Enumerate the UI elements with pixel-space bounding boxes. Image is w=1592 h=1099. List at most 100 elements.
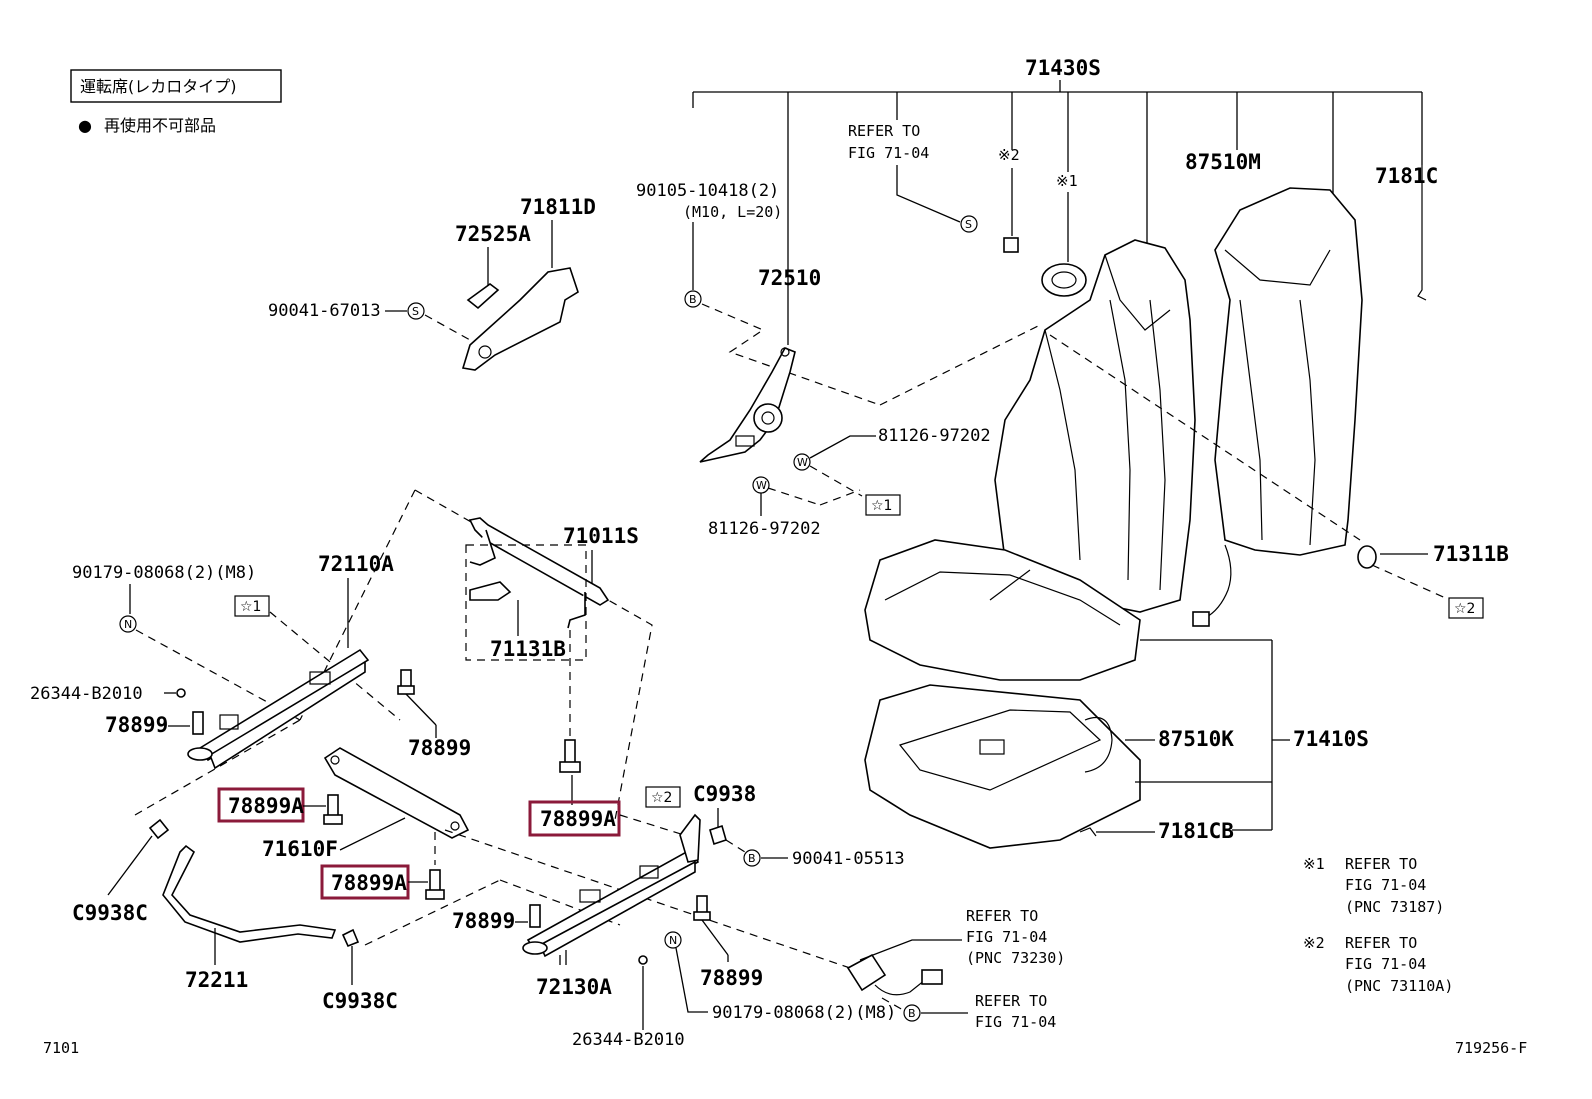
star2-box-right	[1448, 597, 1484, 619]
star1-box-right	[865, 494, 901, 516]
part-72130A[interactable]: 72130A	[536, 975, 612, 999]
fig-ref-top[interactable]: FIG 71-04	[848, 144, 929, 162]
part-90179-08068-a[interactable]: 90179-08068(2)(M8)	[72, 563, 256, 583]
star1-box-left	[234, 595, 270, 617]
bolt-78899A-bottom-icon	[425, 869, 445, 900]
footer-left-code: 7101	[43, 1039, 79, 1057]
svg-text:W: W	[756, 479, 767, 492]
part-71011S[interactable]: 71011S	[563, 524, 639, 548]
marker-b-icon	[743, 849, 761, 867]
marker-n-icon	[664, 931, 682, 949]
pnc-73230: (PNC 73230)	[966, 949, 1065, 967]
screw-icon	[176, 688, 186, 698]
svg-text:☆2: ☆2	[1454, 601, 1475, 617]
part-7181CB[interactable]: 7181CB	[1158, 819, 1234, 843]
part-71610F[interactable]: 71610F	[262, 837, 338, 861]
note2-fig[interactable]: FIG 71-04	[1345, 955, 1426, 973]
part-71430S[interactable]: 71430S	[1025, 56, 1101, 80]
part-71811D[interactable]: 71811D	[520, 195, 596, 219]
refer-to-mid: REFER TO	[966, 907, 1038, 925]
part-7181C[interactable]: 7181C	[1375, 164, 1438, 188]
note1-fig[interactable]: FIG 71-04	[1345, 876, 1426, 894]
part-C9938C-left[interactable]: C9938C	[72, 901, 148, 925]
note1-mark: ※1	[1303, 855, 1325, 873]
part-78899-right[interactable]: 78899	[700, 966, 763, 990]
part-78899-left[interactable]: 78899	[105, 713, 168, 737]
part-71311B[interactable]: 71311B	[1433, 542, 1509, 566]
clip-icon	[1003, 237, 1019, 253]
part-71410S[interactable]: 71410S	[1293, 727, 1369, 751]
note2-pnc: (PNC 73110A)	[1345, 977, 1453, 995]
fig-ref-bottom[interactable]: FIG 71-04	[975, 1013, 1056, 1031]
marker-b-icon	[684, 290, 702, 308]
svg-text:☆1: ☆1	[871, 498, 892, 514]
svg-text:N: N	[669, 934, 677, 947]
star2-box-left	[645, 786, 681, 808]
part-78899-right-left[interactable]: 78899	[452, 909, 515, 933]
seat-type-box: 運転席(レカロタイプ)	[70, 69, 282, 103]
marker-s-icon	[407, 302, 425, 320]
part-72211[interactable]: 72211	[185, 968, 248, 992]
part-71131B[interactable]: 71131B	[490, 637, 566, 661]
marker-s-icon	[960, 215, 978, 233]
part-26344-B2010-a[interactable]: 26344-B2010	[30, 684, 143, 704]
part-90179-08068-b[interactable]: 90179-08068(2)(M8)	[712, 1003, 896, 1023]
part-78899A-center[interactable]: 78899A	[540, 807, 616, 831]
seat-type-label: 運転席(レカロタイプ)	[80, 77, 237, 96]
part-72510[interactable]: 72510	[758, 266, 821, 290]
part-81126-97202-a[interactable]: 81126-97202	[878, 426, 991, 446]
bolt-78899-right-left-icon	[522, 904, 548, 955]
grommet-icon	[1357, 545, 1377, 569]
seat-belt-buckle-icon	[846, 953, 943, 996]
svg-text:☆2: ☆2	[651, 790, 672, 806]
note2-mark-top: ※2	[998, 146, 1020, 164]
part-78899-mid[interactable]: 78899	[408, 736, 471, 760]
clip-C9938C-bottom-icon	[341, 928, 360, 948]
fig-ref-mid[interactable]: FIG 71-04	[966, 928, 1047, 946]
recliner-cover-icon	[461, 267, 579, 371]
part-C9938C-bottom[interactable]: C9938C	[322, 989, 398, 1013]
marker-w-icon	[793, 453, 811, 471]
highlight-78899A-left	[217, 787, 305, 823]
svg-text:N: N	[124, 618, 132, 631]
anchor-bar-icon	[162, 844, 337, 943]
note2-mark: ※2	[1303, 934, 1325, 952]
seat-cushion-cover-icon	[864, 539, 1141, 681]
part-72110A[interactable]: 72110A	[318, 552, 394, 576]
marker-n-icon	[119, 615, 137, 633]
seat-back-icon	[994, 239, 1196, 613]
right-seat-rail-icon	[526, 813, 701, 958]
part-C9938[interactable]: C9938	[693, 782, 756, 806]
connector-icon	[1192, 611, 1210, 627]
part-90105-10418[interactable]: 90105-10418(2)	[636, 181, 779, 201]
bolt-78899-left-icon	[187, 711, 213, 761]
part-26344-B2010-b[interactable]: 26344-B2010	[572, 1030, 685, 1050]
part-78899A-bottom[interactable]: 78899A	[331, 871, 407, 895]
seat-back-cover-icon	[1214, 187, 1363, 556]
screw-icon-right	[638, 955, 648, 965]
highlight-78899A-center	[528, 800, 621, 837]
note1-mark-top: ※1	[1056, 172, 1078, 190]
svg-text:W: W	[797, 456, 808, 469]
part-90041-67013[interactable]: 90041-67013	[268, 301, 381, 321]
recliner-mechanism-icon	[699, 346, 796, 463]
svg-text:B: B	[908, 1007, 916, 1020]
cross-member-icon	[323, 747, 470, 839]
footer-right-code: 719256-F	[1455, 1039, 1527, 1057]
part-72525A[interactable]: 72525A	[455, 222, 531, 246]
refer-to-bottom: REFER TO	[975, 992, 1047, 1010]
svg-text:S: S	[965, 218, 972, 231]
seat-frame-icon	[468, 517, 610, 629]
part-81126-97202-b[interactable]: 81126-97202	[708, 519, 821, 539]
note1-pnc: (PNC 73187)	[1345, 898, 1444, 916]
part-78899A-left[interactable]: 78899A	[228, 794, 304, 818]
bolt-78899A-left-icon	[323, 794, 343, 825]
part-90041-05513[interactable]: 90041-05513	[792, 849, 905, 869]
marker-b-icon	[903, 1004, 921, 1022]
bolt-78899-right-icon	[693, 895, 711, 921]
part-87510M[interactable]: 87510M	[1185, 150, 1261, 174]
assembly-bracket-71430S: 71430S	[692, 56, 1423, 345]
part-90105-spec: (M10, L=20)	[683, 203, 782, 221]
part-87510K[interactable]: 87510K	[1158, 727, 1234, 751]
